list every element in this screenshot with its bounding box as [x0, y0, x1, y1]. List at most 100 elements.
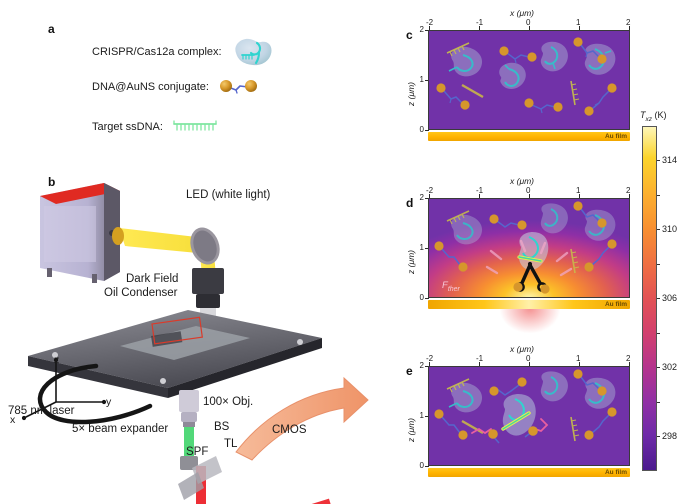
panel-c-y-axis-title: z (μm)	[406, 81, 416, 106]
dna-aunp-conjugate-icon	[217, 78, 261, 96]
panel-c-ytick-0: 0	[419, 125, 424, 134]
conjugate	[499, 46, 537, 64]
axis-label-y: y	[106, 396, 112, 408]
label-spf: SPF	[186, 446, 209, 458]
panel-e-x-axis-title: x (μm)	[510, 344, 535, 354]
ssdna-icon	[171, 120, 221, 134]
conjugate	[524, 98, 563, 114]
panel-e-temperature-map	[428, 366, 630, 466]
legend-item-conjugate: DNA@AuNS conjugate:	[92, 78, 261, 96]
objective-lens	[179, 390, 199, 427]
microscope-stage	[28, 310, 322, 398]
panel-d-temperature-map	[428, 198, 630, 298]
conjugate	[584, 407, 617, 440]
panel-e-letter: e	[406, 364, 413, 378]
panel-d-letter: d	[406, 196, 414, 210]
panel-d-xtick-0: 0	[526, 186, 531, 195]
panel-c-xtick--1: -1	[476, 18, 484, 27]
conjugate	[489, 377, 527, 396]
panel-d-xtick--2: -2	[426, 186, 434, 195]
colorbar: Txz (K) 314 310 306 302 298	[640, 110, 700, 490]
axis-label-x: x	[10, 414, 16, 426]
conjugate	[489, 214, 527, 230]
conjugate	[573, 369, 607, 396]
axes-indicator	[23, 360, 104, 419]
label-tl: TL	[224, 438, 238, 450]
panel-d-y-axis-title: z (μm)	[406, 249, 416, 274]
colorbar-tick-306: 306	[662, 293, 678, 303]
panel-d-ytick-0: 0	[419, 293, 424, 302]
colorbar-tick-310: 310	[662, 224, 678, 234]
label-beam-expander: 5× beam expander	[72, 423, 169, 435]
zoom-arrow-icon	[235, 376, 369, 461]
colorbar-tick-314: 314	[662, 155, 678, 165]
panel-c-xtick--2: -2	[426, 18, 434, 27]
conjugate	[573, 37, 607, 64]
fold-mirror	[190, 227, 220, 265]
legend-label-cas12a: CRISPR/Cas12a complex:	[92, 46, 222, 58]
panel-d-au-film-label: Au film	[604, 301, 627, 308]
panel-c-x-axis-title: x (μm)	[510, 8, 535, 18]
panel-e-au-film: Au film	[428, 468, 630, 477]
legend-label-ssdna: Target ssDNA:	[92, 121, 163, 133]
panel-b-letter: b	[48, 175, 56, 189]
panel-d: d x (μm) z (μm) -2 -1 0 1 2 2 1 0	[398, 176, 638, 336]
panel-e-xtick--2: -2	[426, 354, 434, 363]
panel-d-x-axis-title: x (μm)	[510, 176, 535, 186]
label-bs: BS	[214, 421, 230, 433]
label-cmos: CMOS	[272, 424, 307, 436]
cas12a-complex-icon	[230, 36, 274, 68]
panel-e-xtick--1: -1	[476, 354, 484, 363]
panel-c-ytick-2: 2	[419, 25, 424, 34]
colorbar-tick-302: 302	[662, 362, 678, 372]
conjugate	[584, 239, 617, 272]
conjugate	[434, 241, 468, 272]
panel-c-au-film: Au film	[428, 132, 630, 141]
panel-e-y-axis-title: z (μm)	[406, 417, 416, 442]
laser-spot-glow	[500, 309, 560, 333]
panel-a: a CRISPR/Cas12a complex:	[0, 0, 362, 150]
axis-label-z: z	[54, 354, 60, 366]
panel-c-xtick-0: 0	[526, 18, 531, 27]
legend-item-cas12a: CRISPR/Cas12a complex:	[92, 36, 274, 68]
microscope-schematic	[21, 183, 369, 504]
conjugate	[434, 409, 468, 440]
panel-c-ytick-1: 1	[419, 75, 424, 84]
legend-label-conjugate: DNA@AuNS conjugate:	[92, 81, 209, 93]
label-condenser-line1: Dark Field	[126, 273, 179, 285]
panel-e-xtick-0: 0	[526, 354, 531, 363]
label-laser: 785 nm laser	[8, 405, 75, 417]
panel-a-letter: a	[48, 22, 55, 36]
colorbar-tick-298: 298	[662, 431, 678, 441]
panel-e-xtick-2: 2	[626, 354, 631, 363]
panel-e-xtick-1: 1	[576, 354, 581, 363]
panel-e-au-film-label: Au film	[604, 469, 627, 476]
panel-d-force-label: Fther	[442, 280, 460, 293]
panel-b: b	[0, 150, 369, 504]
panel-d-xtick--1: -1	[476, 186, 484, 195]
cas12a-with-target	[501, 393, 536, 436]
panel-c-temperature-map	[428, 30, 630, 130]
panel-d-ytick-2: 2	[419, 193, 424, 202]
colorbar-gradient	[642, 126, 657, 471]
conjugate	[573, 201, 607, 228]
panel-c-au-film-label: Au film	[604, 133, 627, 140]
panel-e-ytick-1: 1	[419, 411, 424, 420]
conjugate	[584, 83, 617, 116]
label-objective: 100× Obj.	[203, 396, 254, 408]
legend-item-ssdna: Target ssDNA:	[92, 120, 221, 134]
panel-e-ytick-0: 0	[419, 461, 424, 470]
panel-c-letter: c	[406, 28, 413, 42]
panel-d-au-film: Au film	[428, 300, 630, 309]
colorbar-title: Txz (K)	[640, 110, 667, 123]
active-cas12a-hotspot	[517, 231, 549, 271]
label-condenser-line2: Oil Condenser	[104, 287, 178, 299]
panel-d-xtick-2: 2	[626, 186, 631, 195]
led-lamp	[40, 183, 124, 283]
panel-e: e x (μm) z (μm) -2 -1 0 1 2 2 1 0	[398, 344, 638, 504]
panel-c: c x (μm) z (μm) -2 -1 0 1 2 2 1 0	[398, 8, 638, 168]
panel-c-xtick-1: 1	[576, 18, 581, 27]
panel-e-ytick-2: 2	[419, 361, 424, 370]
beam-splitter	[178, 456, 222, 500]
